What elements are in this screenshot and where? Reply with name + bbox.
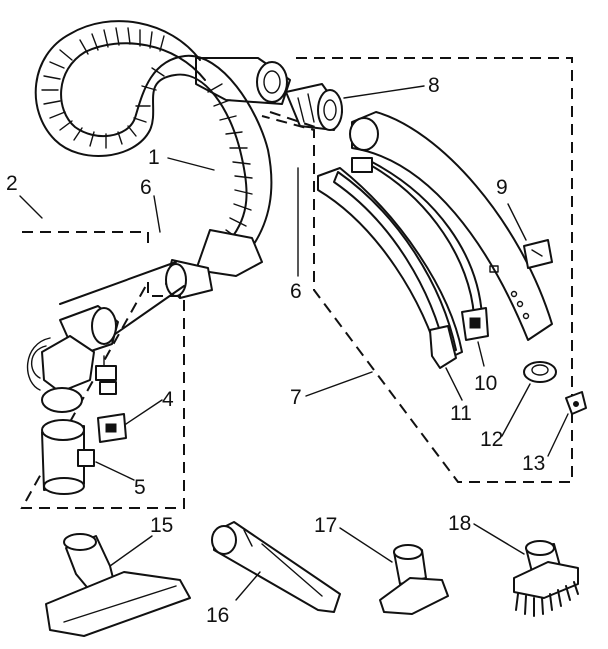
- callout-ring: 12: [480, 428, 503, 451]
- callout-clip-13: 13: [522, 452, 545, 475]
- wire-harness: [351, 157, 489, 341]
- group-box-2: [20, 231, 185, 509]
- callout-floor-tool: 15: [150, 514, 173, 537]
- callout-swivel-lower: 6: [290, 280, 302, 303]
- hose-assembly: [34, 20, 291, 299]
- hose-corrugation: [41, 27, 253, 241]
- wand-handle-lower: [317, 167, 463, 369]
- callout-brush: 18: [448, 512, 471, 535]
- wand-handle-upper: [349, 111, 553, 341]
- callout-hose: 1: [148, 146, 160, 169]
- floor-tool-15: [45, 533, 191, 637]
- callout-wire: 10: [474, 372, 497, 395]
- clip-part-9: [523, 239, 553, 269]
- callout-labels: 1 2 6 4 5 6 7 8 9 10 11 12 13 15 16 17 1…: [6, 74, 545, 627]
- clip-part-13: [565, 391, 587, 415]
- canister-part-5: [41, 419, 95, 495]
- ring-part-12: [523, 361, 557, 383]
- connector-part-8: [285, 83, 343, 131]
- hose-cuff-opening: [256, 61, 288, 103]
- callout-connector: 8: [428, 74, 440, 97]
- callout-clip-9: 9: [496, 176, 508, 199]
- callout-crevice-tool: 16: [206, 604, 229, 627]
- callout-clip: 4: [162, 388, 174, 411]
- hose-cuff-lower: [195, 229, 263, 277]
- leader-lines: [19, 85, 569, 601]
- brush-bristles: [515, 581, 579, 617]
- swivel-assembly: [26, 261, 185, 413]
- dusting-brush-18: [513, 540, 579, 617]
- swivel-elbow: [41, 335, 95, 393]
- callout-swivel-group: 2: [6, 172, 18, 195]
- callout-upholstery-tool: 17: [314, 514, 337, 537]
- callout-wand-group: 7: [290, 386, 302, 409]
- crevice-tool-16: [211, 521, 341, 613]
- callout-swivel-upper: 6: [140, 176, 152, 199]
- hose-outline-outer: [34, 20, 248, 241]
- group-box-7: [261, 57, 573, 483]
- upholstery-tool-17: [379, 544, 449, 615]
- swivel-ring: [41, 387, 83, 413]
- clip-part-4: [97, 413, 127, 443]
- callout-handle: 11: [450, 402, 472, 425]
- callout-canister: 5: [134, 476, 146, 499]
